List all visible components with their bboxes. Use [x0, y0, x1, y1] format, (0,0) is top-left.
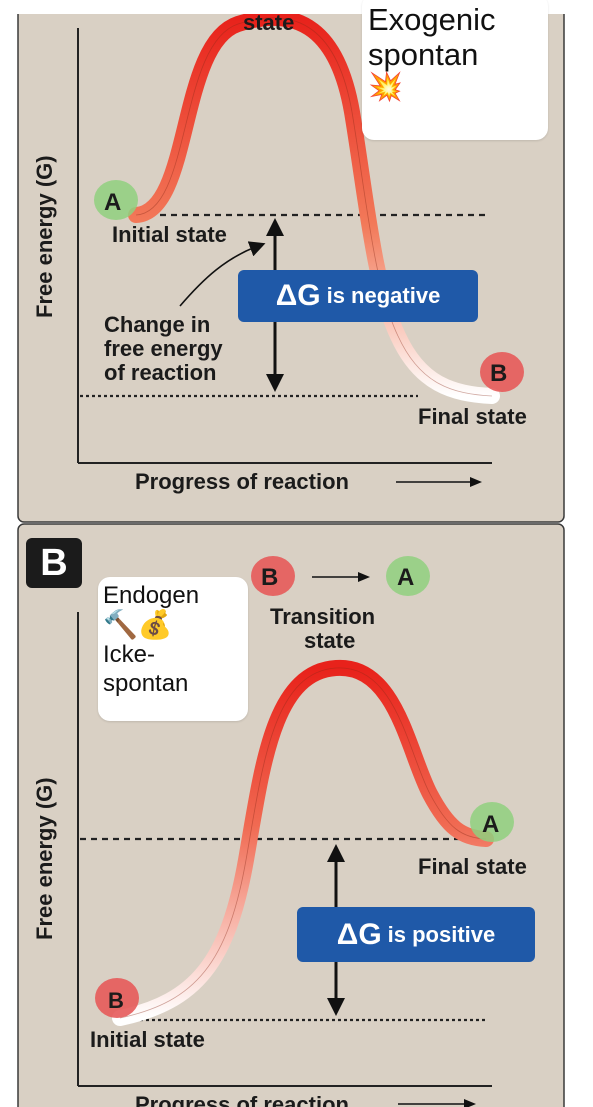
panel-b-reaction-to: A — [397, 564, 414, 591]
panel-b-reaction-from: B — [261, 564, 278, 591]
panel-b-transition-label-2: state — [304, 628, 355, 653]
panel-a-top-label: state — [243, 10, 294, 35]
sticky-note-exogenic: Exogenic spontan 💥 — [362, 0, 548, 140]
panel-b-start-marker: B — [108, 988, 124, 1013]
panel-a-marker-a: A — [104, 189, 121, 216]
panel-b-curve-outline — [119, 667, 487, 1019]
panel-a-change-label-1: Change in — [104, 312, 210, 337]
panel-a-delta-arrow-top — [266, 218, 284, 236]
panel-a-y-axis-label: Free energy (G) — [32, 155, 57, 318]
panel-b-delta-g-box: ΔG is positive — [297, 907, 535, 962]
panel-b-x-arrow-head — [464, 1099, 476, 1107]
panel-b-end-marker-blob — [470, 802, 514, 842]
panel-b-reaction-arrow-head — [358, 572, 370, 582]
panel-b-start-marker-blob — [95, 978, 139, 1018]
panel-a-delta-g-box: ΔG is negative — [238, 270, 478, 322]
panel-a-change-label-3: of reaction — [104, 360, 216, 385]
note-a-line2: spontan — [368, 37, 479, 72]
panel-a-initial-label: Initial state — [112, 222, 227, 247]
panel-a-curve-outline — [135, 17, 493, 397]
panel-a-marker-b: B — [490, 360, 507, 387]
panel-b-delta-arrow-bottom — [327, 998, 345, 1016]
panel-a-x-axis-label: Progress of reaction — [135, 469, 349, 494]
panel-b-final-label: Final state — [418, 854, 527, 879]
hammer-moneybag-icon: 🔨💰 — [103, 609, 173, 640]
panel-b-delta-arrow-top — [327, 844, 345, 862]
note-a-line1: Exogenic — [368, 2, 496, 37]
panel-b-reaction-from-blob — [251, 556, 295, 596]
note-b-line2: Icke- — [103, 641, 156, 668]
panel-b-badge: B — [26, 538, 82, 588]
panel-a-final-label: Final state — [418, 404, 527, 429]
panel-a-delta-arrow-bottom — [266, 374, 284, 392]
panel-b-delta-text: is positive — [387, 921, 496, 947]
panel-a-energy-curve — [128, 9, 500, 404]
panel-a-marker-a-blob — [94, 180, 138, 220]
sticky-note-endogen: Endogen 🔨💰 Icke- spontan — [98, 577, 248, 721]
panel-b-energy-curve — [112, 659, 494, 1026]
panel-b-y-axis-label: Free energy (G) — [32, 777, 57, 940]
panel-a-change-label-2: free energy — [104, 336, 223, 361]
panel-a-x-arrow-head — [470, 477, 482, 487]
panel-b-reaction-to-blob — [386, 556, 430, 596]
panel-a-delta-symbol: ΔG — [275, 279, 321, 312]
note-b-line1: Endogen — [103, 582, 200, 609]
explosion-icon: 💥 — [368, 71, 403, 102]
panel-a-marker-b-blob — [480, 352, 524, 392]
panel-b-transition-label-1: Transition — [270, 604, 375, 629]
note-b-line3: spontan — [103, 670, 189, 697]
panel-a-change-pointer — [179, 241, 266, 307]
panel-a-delta-text: is negative — [326, 283, 441, 308]
panel-b-initial-label: Initial state — [90, 1027, 205, 1052]
panel-b-end-marker: A — [482, 811, 499, 838]
panel-b-delta-symbol: ΔG — [336, 917, 382, 951]
panel-b-x-axis-label: Progress of reaction — [135, 1092, 349, 1107]
